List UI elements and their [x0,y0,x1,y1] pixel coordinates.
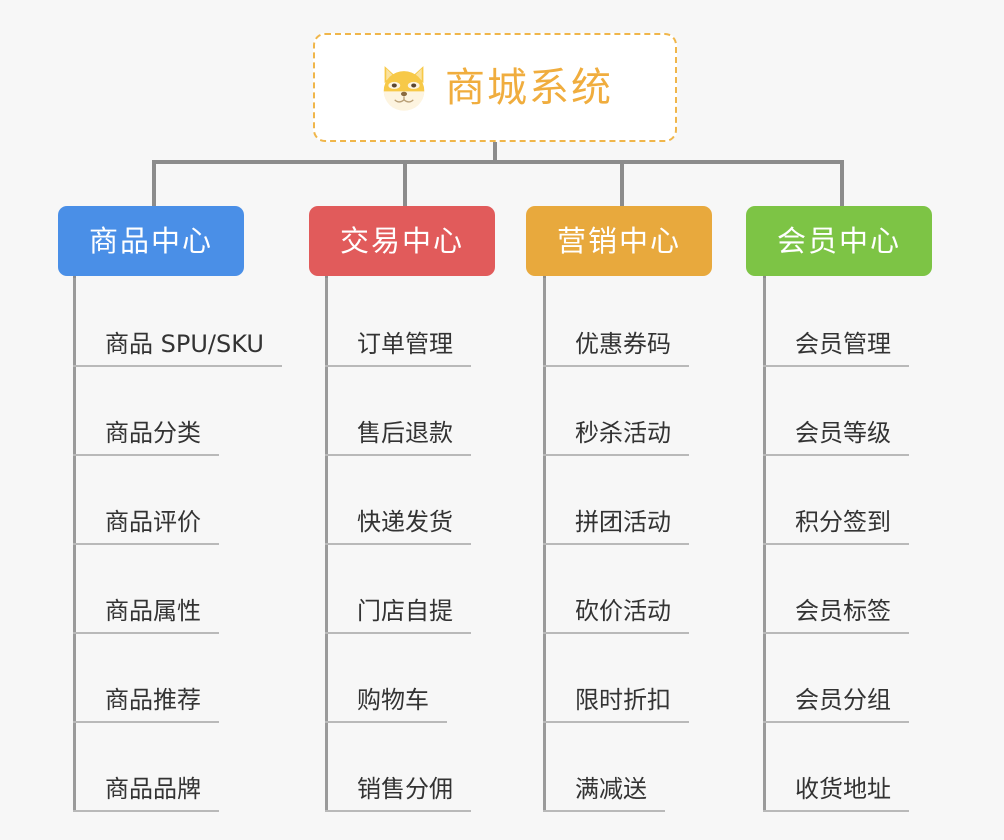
branch-label: 交易中心 [339,223,464,258]
branch-items-trade-center: 订单管理 售后退款 快递发货 门店自提 购物车 销售分佣 [325,278,471,812]
list-item-label: 商品推荐 [73,688,219,723]
list-item-label: 收货地址 [763,777,909,812]
list-item-label: 秒杀活动 [543,421,689,456]
list-item-label: 会员管理 [763,332,909,367]
branch-box-marketing-center[interactable]: 营销中心 [526,206,712,276]
list-item-label: 会员等级 [763,421,909,456]
list-item[interactable]: 会员等级 [763,367,909,456]
connector-horizontal-bus [152,160,844,164]
column-spine [763,278,766,812]
list-item-label: 会员分组 [763,688,909,723]
shiba-dog-face-icon [383,65,425,111]
branch-items-member-center: 会员管理 会员等级 积分签到 会员标签 会员分组 收货地址 [763,278,909,812]
list-item[interactable]: 会员分组 [763,634,909,723]
list-item-label: 商品分类 [73,421,219,456]
connector-drop-branch-1 [152,160,156,208]
branch-label: 商品中心 [88,223,213,258]
list-item[interactable]: 商品分类 [73,367,282,456]
list-item-label: 积分签到 [763,510,909,545]
list-item-label: 售后退款 [325,421,471,456]
list-item[interactable]: 优惠券码 [543,278,689,367]
list-item-label: 限时折扣 [543,688,689,723]
list-item[interactable]: 订单管理 [325,278,471,367]
list-item-label: 购物车 [325,688,447,723]
list-item[interactable]: 会员管理 [763,278,909,367]
branch-label: 会员中心 [776,223,901,258]
list-item-label: 销售分佣 [325,777,471,812]
list-item-label: 商品品牌 [73,777,219,812]
list-item[interactable]: 快递发货 [325,456,471,545]
connector-drop-branch-4 [840,160,844,208]
list-item-label: 商品 SPU/SKU [73,332,282,367]
list-item[interactable]: 限时折扣 [543,634,689,723]
list-item-label: 订单管理 [325,332,471,367]
list-item[interactable]: 门店自提 [325,545,471,634]
list-item[interactable]: 购物车 [325,634,471,723]
list-item[interactable]: 收货地址 [763,723,909,812]
connector-root-stem [493,142,497,164]
list-item[interactable]: 积分签到 [763,456,909,545]
branch-label: 营销中心 [556,223,681,258]
branch-items-product-center: 商品 SPU/SKU 商品分类 商品评价 商品属性 商品推荐 商品品牌 [73,278,282,812]
list-item-label: 门店自提 [325,599,471,634]
column-spine [543,278,546,812]
list-item[interactable]: 会员标签 [763,545,909,634]
list-item-label: 优惠券码 [543,332,689,367]
list-item[interactable]: 秒杀活动 [543,367,689,456]
list-item-label: 砍价活动 [543,599,689,634]
list-item-label: 商品属性 [73,599,219,634]
list-item-label: 商品评价 [73,510,219,545]
list-item[interactable]: 商品 SPU/SKU [73,278,282,367]
connector-drop-branch-2 [403,160,407,208]
list-item[interactable]: 商品推荐 [73,634,282,723]
list-item-label: 拼团活动 [543,510,689,545]
branch-box-trade-center[interactable]: 交易中心 [309,206,495,276]
list-item[interactable]: 拼团活动 [543,456,689,545]
column-spine [73,278,76,812]
list-item-label: 会员标签 [763,599,909,634]
branch-box-member-center[interactable]: 会员中心 [746,206,932,276]
list-item[interactable]: 商品评价 [73,456,282,545]
list-item-label: 快递发货 [325,510,471,545]
list-item[interactable]: 销售分佣 [325,723,471,812]
list-item[interactable]: 商品属性 [73,545,282,634]
list-item[interactable]: 砍价活动 [543,545,689,634]
list-item[interactable]: 满减送 [543,723,689,812]
list-item-label: 满减送 [543,777,665,812]
list-item[interactable]: 商品品牌 [73,723,282,812]
root-node-label: 商城系统 [445,64,613,111]
column-spine [325,278,328,812]
list-item[interactable]: 售后退款 [325,367,471,456]
branch-items-marketing-center: 优惠券码 秒杀活动 拼团活动 砍价活动 限时折扣 满减送 [543,278,689,812]
branch-box-product-center[interactable]: 商品中心 [58,206,244,276]
connector-drop-branch-3 [620,160,624,208]
root-node-mall-system[interactable]: 商城系统 [313,33,677,142]
